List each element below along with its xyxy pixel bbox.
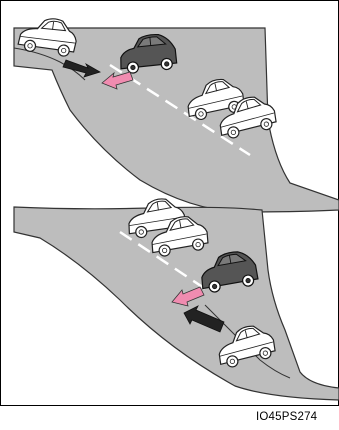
figure-code: IO45PS274 (256, 411, 317, 423)
bottom-panel (14, 196, 339, 400)
top-panel (14, 14, 339, 212)
